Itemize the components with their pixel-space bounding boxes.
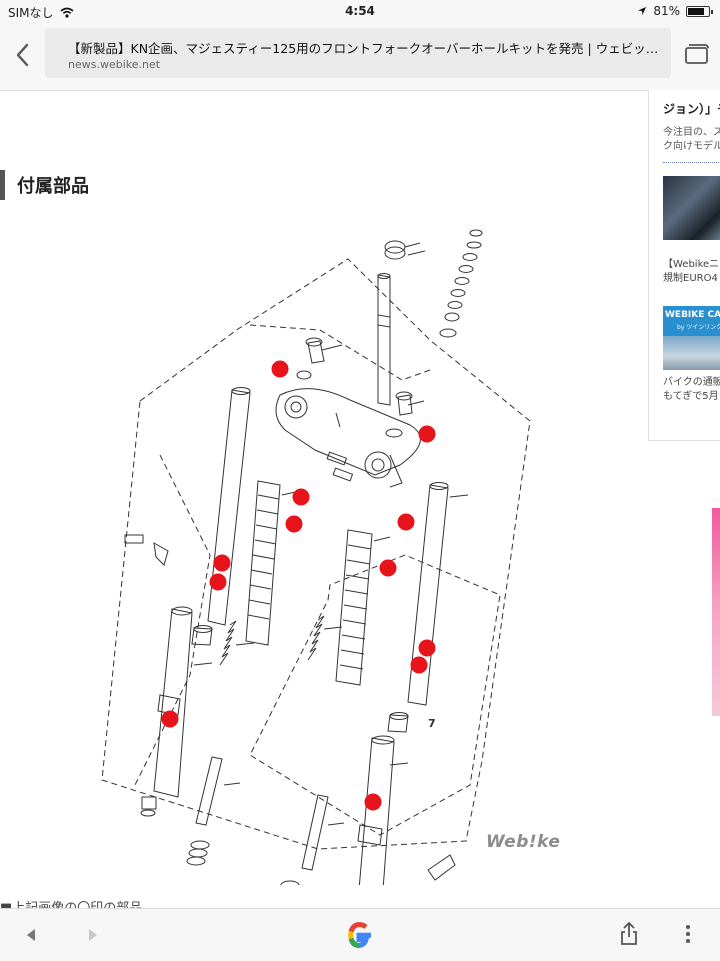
page-domain: news.webike.net [68,58,161,71]
parts-diagram: 7 [101,229,531,885]
wifi-icon [60,7,74,18]
banner-photo [663,336,720,370]
location-icon [638,7,647,15]
webike-watermark: Web!ke [486,832,561,852]
red-marker [379,559,397,577]
related-articles-panel: ジョン）」モ 今注目の、ス ク向けモデル 【Webikeニ 規制EURO4 WE… [648,90,720,441]
status-right: 81% [637,4,713,18]
section-heading: 付属部品 [0,170,89,200]
status-left: SIMなし [8,4,74,21]
red-marker [364,793,382,811]
webike-cafe-banner[interactable]: WEBIKE CAFÉ by ツインリンクもてぎ [663,306,720,370]
back-chevron-icon[interactable] [10,40,36,70]
battery-percent: 81% [653,4,680,18]
red-marker [418,425,436,443]
carrier-label: SIMなし [8,6,54,20]
banner-label: WEBIKE CAFÉ [665,310,720,320]
red-marker [410,656,428,674]
related-thumbnail[interactable] [663,176,720,240]
battery-icon [686,5,713,17]
related-caption-line: 規制EURO4 [663,273,718,284]
address-bar[interactable]: 【新製品】KN企画、マジェスティー125用のフロントフォークオーバーホールキット… [45,28,671,78]
red-marker [271,360,289,378]
status-time: 4:54 [345,4,375,18]
browser-bottom-bar [0,908,720,961]
related-title[interactable]: ジョン）」モ [663,102,720,116]
heading-text: 付属部品 [17,176,89,197]
banner-sublabel: by ツインリンクもてぎ [677,324,720,331]
share-icon[interactable] [618,921,640,947]
red-marker [292,488,310,506]
red-marker [418,639,436,657]
marker-group [161,360,436,811]
red-marker [209,573,227,591]
related-caption[interactable]: 【Webikeニ 規制EURO4 [663,258,719,286]
side-ad-image[interactable] [712,508,720,716]
related-caption-line: 【Webikeニ [663,259,720,270]
status-bar: SIMなし 4:54 81% [0,0,720,22]
browser-toolbar: 【新製品】KN企画、マジェスティー125用のフロントフォークオーバーホールキット… [0,22,720,91]
red-marker [161,710,179,728]
diagram-callout-number: 7 [428,717,436,730]
google-logo[interactable] [342,918,376,952]
nav-forward-icon[interactable] [86,927,100,943]
related-desc-line: ク向けモデル [663,141,720,152]
related-desc: 今注目の、ス ク向けモデル [663,126,720,154]
page-title: 【新製品】KN企画、マジェスティー125用のフロントフォークオーバーホールキット… [68,41,660,56]
red-marker [213,554,231,572]
red-marker [397,513,415,531]
related-caption-line: もてぎで5月 [663,391,719,402]
panel-divider [663,162,720,163]
tabs-icon[interactable] [684,42,710,66]
related-desc-line: 今注目の、ス [663,127,720,138]
red-marker [285,515,303,533]
page-content: 付属部品 [0,90,720,908]
heading-accent-bar [0,170,5,200]
battery-fill [688,7,704,15]
more-icon[interactable] [678,921,698,947]
nav-back-icon[interactable] [24,927,38,943]
related-caption-line: バイクの通販 [663,377,720,388]
related-caption[interactable]: バイクの通販 もてぎで5月 [663,376,720,404]
article-text-clipped: ■上記画像の〇印の部品 [0,900,142,908]
